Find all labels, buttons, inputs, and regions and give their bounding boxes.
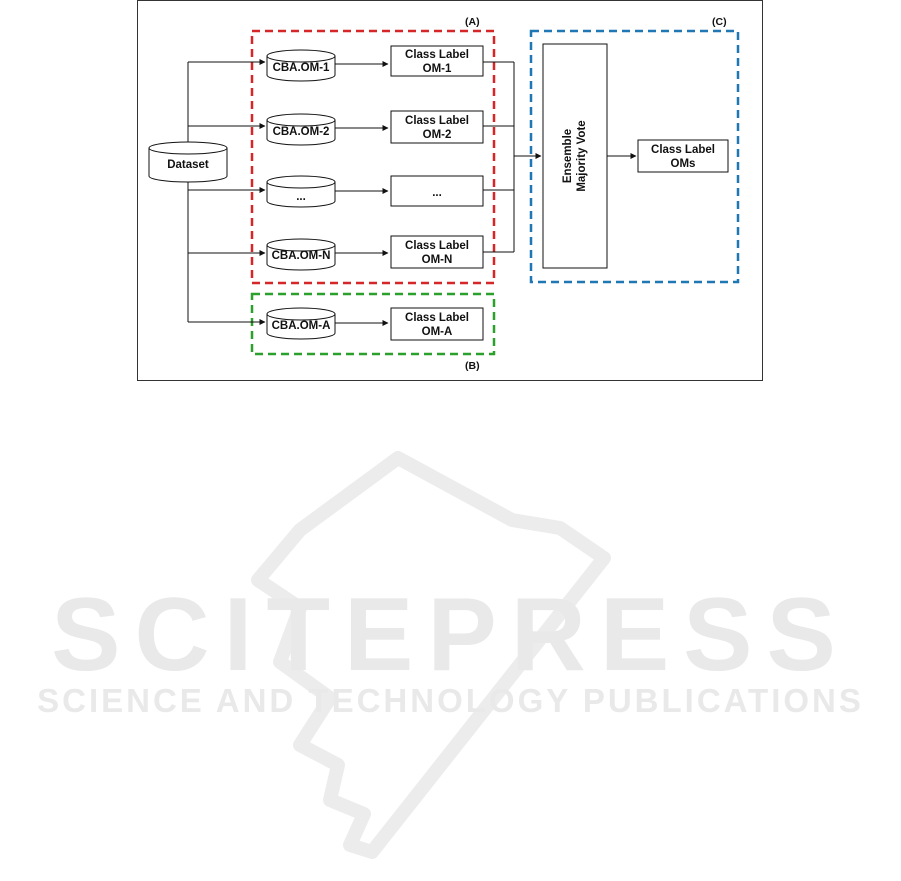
label-line2: OM-N	[422, 254, 453, 266]
class-label-om-a: Class Label OM-A	[391, 308, 483, 340]
model-label: ...	[296, 191, 306, 203]
label-line1: Class Label	[405, 240, 469, 252]
group-c-label: (C)	[712, 16, 727, 28]
labels-to-ensemble-connectors	[483, 62, 541, 252]
model-cba-om-2: CBA.OM-2	[267, 114, 335, 145]
label-line1: Class Label	[405, 312, 469, 324]
model-ellipsis: ...	[267, 176, 335, 207]
label-line1: ...	[432, 187, 442, 199]
model-cba-om-a: CBA.OM-A	[267, 308, 335, 339]
class-label-om-1: Class Label OM-1	[391, 46, 483, 76]
model-cba-om-1: CBA.OM-1	[267, 50, 335, 81]
model-label: CBA.OM-N	[272, 250, 331, 262]
ensemble-line2: Majority Vote	[576, 120, 588, 191]
model-label: CBA.OM-A	[272, 320, 331, 332]
class-label-ellipsis: ...	[391, 176, 483, 206]
class-label-oms-node: Class Label OMs	[638, 140, 728, 172]
label-line2: OM-2	[423, 129, 452, 141]
model-label: CBA.OM-2	[273, 126, 330, 138]
output-line1: Class Label	[651, 144, 715, 156]
label-line1: Class Label	[405, 49, 469, 61]
ensemble-majority-vote-node: Ensemble Majority Vote	[543, 44, 607, 268]
group-a-label: (A)	[465, 16, 480, 28]
ensemble-line1: Ensemble	[562, 129, 574, 183]
dataset-label: Dataset	[167, 159, 209, 171]
model-label: CBA.OM-1	[273, 62, 330, 74]
dataset-node: Dataset	[149, 142, 227, 182]
class-label-om-n: Class Label OM-N	[391, 236, 483, 268]
class-label-om-2: Class Label OM-2	[391, 111, 483, 143]
model-cba-om-n: CBA.OM-N	[267, 239, 335, 270]
label-line1: Class Label	[405, 115, 469, 127]
output-line2: OMs	[671, 158, 696, 170]
label-line2: OM-1	[423, 63, 452, 75]
label-line2: OM-A	[422, 326, 453, 338]
group-b-label: (B)	[465, 360, 480, 372]
